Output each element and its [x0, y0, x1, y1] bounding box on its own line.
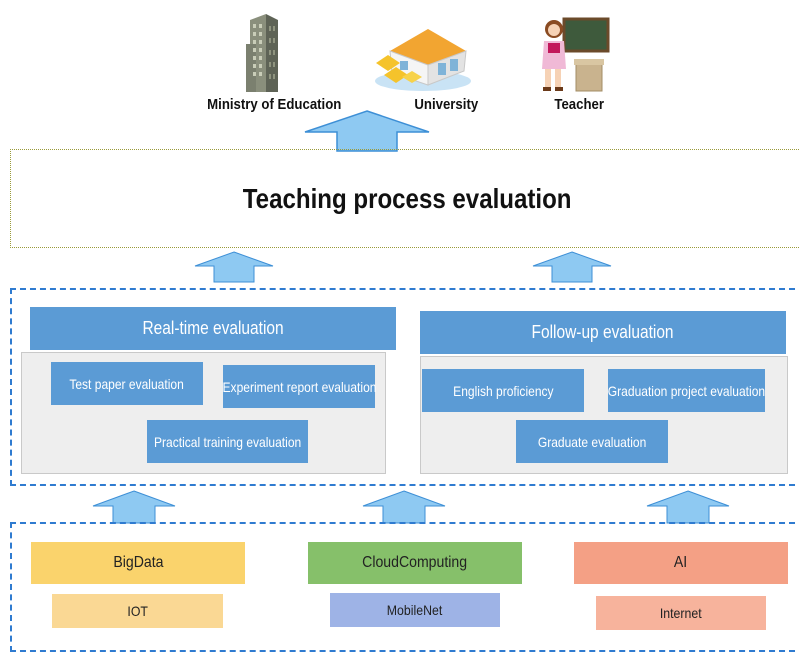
mobilenet-box: MobileNet	[330, 593, 500, 627]
cloudcomputing-box: CloudComputing	[308, 542, 522, 584]
experiment-report-evaluation-box: Experiment report evaluation	[222, 365, 376, 408]
stakeholder-ministry-label: Ministry of Education	[207, 96, 342, 113]
realtime-header: Real-time evaluation	[30, 307, 396, 350]
stakeholder-university-label: University	[414, 96, 479, 113]
followup-header: Follow-up evaluation	[420, 311, 786, 354]
graduate-evaluation-box: Graduate evaluation	[516, 420, 668, 463]
teacher-icon	[536, 13, 610, 93]
up-arrow-icon	[532, 251, 612, 283]
internet-box: Internet	[596, 596, 766, 630]
up-arrow-icon	[646, 490, 730, 524]
english-proficiency-box: English proficiency	[422, 369, 584, 412]
up-arrow-icon	[303, 110, 431, 152]
ai-box: AI	[574, 542, 788, 584]
up-arrow-icon	[362, 490, 446, 524]
university-icon	[368, 15, 478, 95]
iot-box: IOT	[52, 594, 223, 628]
building-icon	[244, 14, 284, 92]
graduation-project-evaluation-box: Graduation project evaluation	[608, 369, 765, 412]
practical-training-evaluation-box: Practical training evaluation	[147, 420, 308, 463]
up-arrow-icon	[92, 490, 176, 524]
teaching-process-title: Teaching process evaluation	[243, 182, 572, 214]
bigdata-box: BigData	[31, 542, 245, 584]
test-paper-evaluation-box: Test paper evaluation	[51, 362, 203, 405]
stakeholder-teacher-label: Teacher	[554, 96, 605, 113]
up-arrow-icon	[194, 251, 274, 283]
teaching-process-panel: Teaching process evaluation	[10, 149, 799, 248]
evaluation-section	[10, 288, 799, 486]
